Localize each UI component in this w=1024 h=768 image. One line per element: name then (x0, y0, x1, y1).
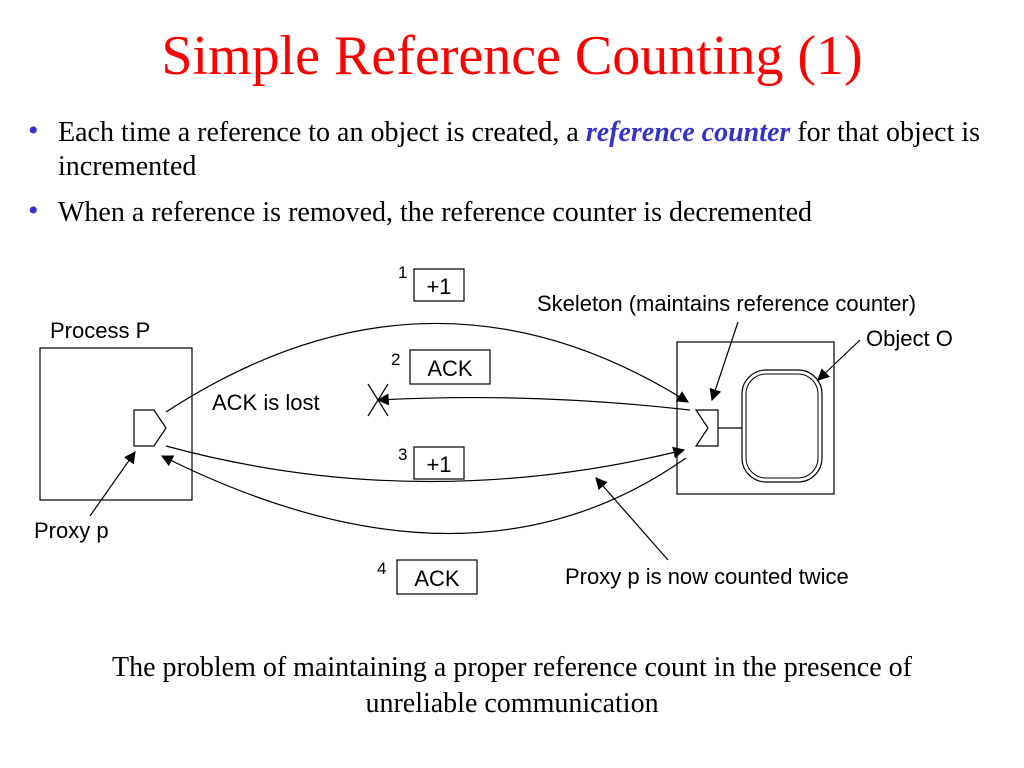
message-3-number: 3 (398, 445, 407, 464)
message-4-number: 4 (377, 559, 386, 578)
bullet-icon: • (28, 114, 39, 147)
object-shape-inner (745, 373, 819, 479)
proxy-pointer (89, 451, 136, 517)
server-box (676, 341, 835, 495)
bullet-text-end: for that object is incremented (58, 117, 981, 182)
message-2-box (409, 349, 491, 385)
message-3-box (413, 446, 465, 480)
message-2-arc (376, 393, 691, 411)
object-shape (741, 369, 823, 483)
bullet-list: • Each time a reference to an object is c… (28, 114, 1008, 242)
slide-caption: The problem of maintaining a proper refe… (112, 652, 912, 719)
bullet-emphasis: reference counter (585, 117, 791, 148)
counted-twice-label: Proxy p is now counted twice (565, 564, 849, 589)
message-2-label: ACK (427, 356, 473, 381)
message-1-box (413, 268, 465, 302)
message-1-label: +1 (426, 274, 451, 299)
lost-label: ACK is lost (212, 390, 320, 415)
process-label: Process P (50, 318, 150, 343)
bullet-text: When a reference is removed, the referen… (58, 197, 813, 228)
skeleton-label: Skeleton (maintains reference counter) (537, 291, 916, 316)
skeleton-shape (694, 409, 719, 447)
message-4-arc (160, 455, 687, 535)
message-4-label: ACK (414, 566, 460, 591)
lost-cross-line (367, 383, 389, 417)
message-1-arc (165, 322, 690, 413)
bullet-text: Each time a reference to an object is cr… (58, 117, 586, 148)
counted-twice-pointer (595, 477, 669, 561)
message-3-label: +1 (426, 452, 451, 477)
skeleton-pointer (709, 321, 739, 402)
proxy-shape (133, 409, 167, 447)
message-1-number: 1 (398, 263, 407, 282)
message-3-arc (165, 445, 686, 483)
bullet-item: • When a reference is removed, the refere… (28, 194, 1008, 230)
object-pointer (817, 339, 861, 381)
object-label: Object O (866, 326, 953, 351)
message-4-box (396, 559, 478, 595)
bullet-icon: • (28, 194, 39, 227)
message-2-number: 2 (391, 350, 400, 369)
bullet-item: • Each time a reference to an object is c… (28, 114, 1008, 184)
process-box (39, 347, 193, 501)
slide-title: Simple Reference Counting (1) (161, 25, 863, 87)
proxy-label: Proxy p (34, 518, 109, 543)
